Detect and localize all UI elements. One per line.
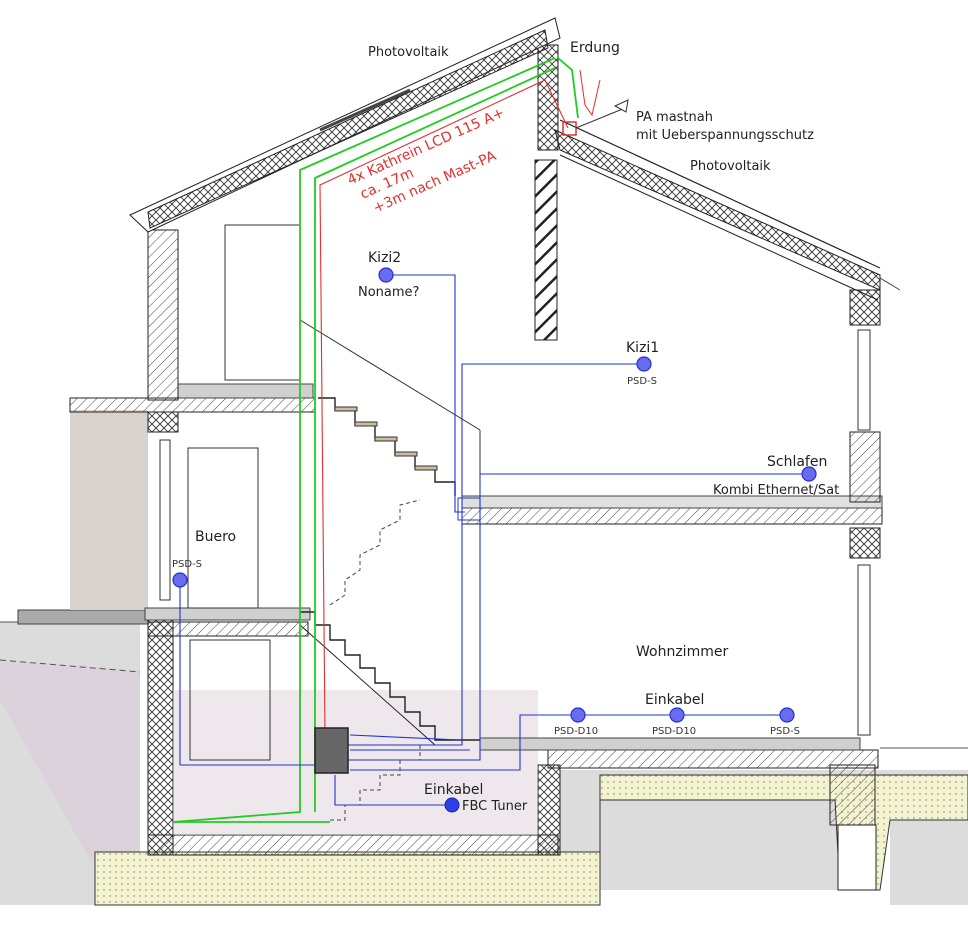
outlet-psd-d10-b [669,707,685,723]
schlafen-label: Schlafen [767,454,827,470]
floor-slabs [69,383,883,769]
kizi1-label: Kizi1 [626,340,659,356]
basement [147,619,877,891]
terrain [0,410,968,906]
einkabel-bottom-label: Einkabel [424,782,483,798]
psd-d10-a-label: PSD-D10 [554,726,598,737]
walls [147,44,881,736]
fbc-tuner-label: FBC Tuner [462,799,528,814]
antenna-cable [319,69,629,736]
wohnzimmer-label: Wohnzimmer [636,644,728,660]
einkabel-top-label: Einkabel [645,692,704,708]
photovoltaik-left-label: Photovoltaik [368,45,449,60]
multiswitch-box [314,727,349,774]
pa-label-line2: mit Ueberspannungsschutz [636,128,814,143]
outlet-kizi2 [378,267,394,283]
roof [129,17,901,301]
photovoltaik-right-label: Photovoltaik [690,159,771,174]
schlafen-sublabel: Kombi Ethernet/Sat [713,483,839,498]
outlet-schlafen [801,466,817,482]
outlet-psd-d10-a [570,707,586,723]
erdung-label: Erdung [570,40,620,56]
buero-label: Buero [195,529,236,545]
kizi2-label: Kizi2 [368,250,401,266]
grounding-cable [172,57,579,823]
psd-d10-b-label: PSD-D10 [652,726,696,737]
outlets [172,267,817,813]
kizi2-sublabel: Noname? [358,285,419,300]
outlet-fbc-tuner [444,797,460,813]
signal-cables [179,274,809,806]
pa-label-line1: PA mastnah [636,110,713,125]
outlet-buero [172,572,188,588]
buero-sublabel: PSD-S [172,559,202,570]
outlet-psd-s-wz [779,707,795,723]
psd-s-wz-label: PSD-S [770,726,800,737]
kizi1-sublabel: PSD-S [627,376,657,387]
outlet-kizi1 [636,356,652,372]
